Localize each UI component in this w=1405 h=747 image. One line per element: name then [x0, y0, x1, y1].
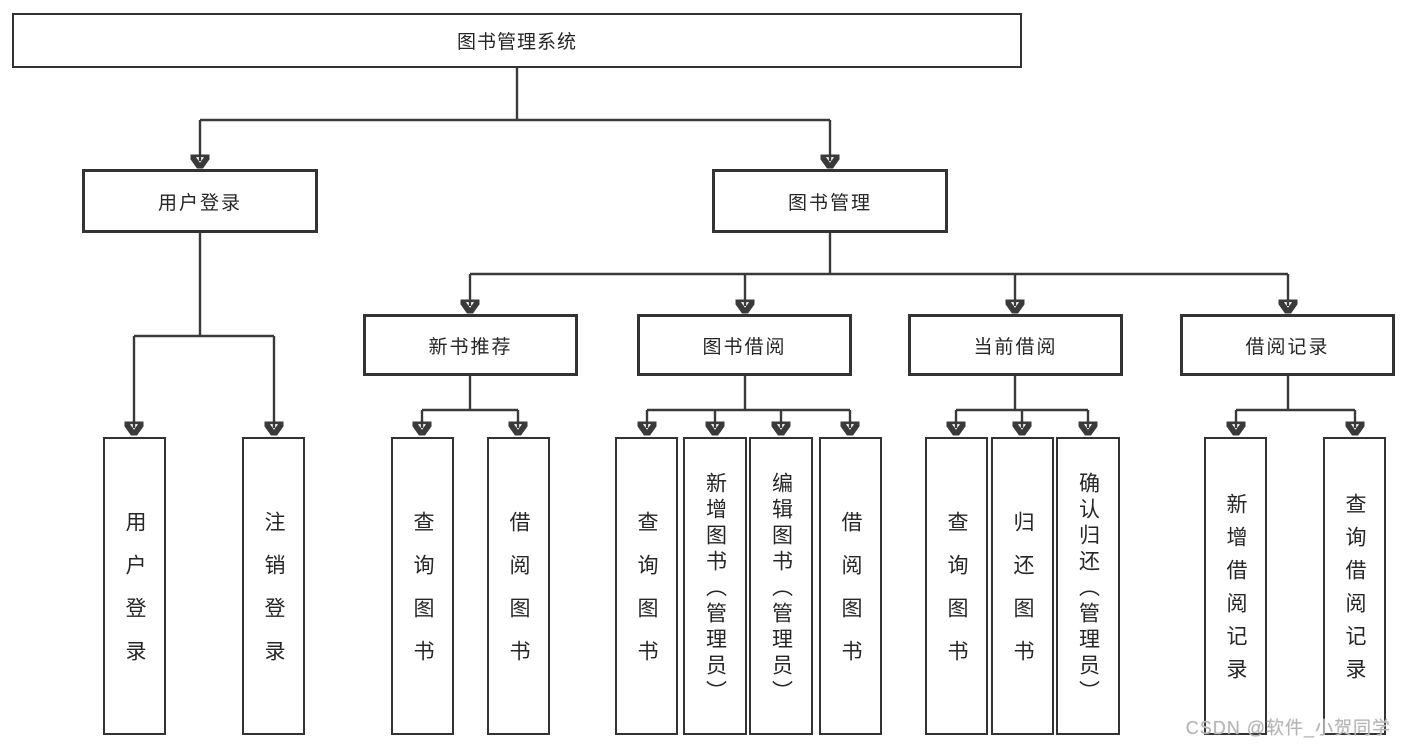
node-book-borrowing-label: 图书借阅 [702, 336, 787, 358]
leaf-logout: 注销登录 [242, 437, 305, 735]
node-library-system: 图书管理系统 [12, 13, 1022, 68]
node-current-borrowing-label: 当前借阅 [973, 336, 1058, 358]
node-borrowing-records: 借阅记录 [1180, 314, 1395, 376]
node-new-book-recommend-label: 新书推荐 [428, 336, 513, 358]
node-new-book-recommend: 新书推荐 [363, 314, 578, 376]
leaf-add-book-admin: 新增图书（管理员） [683, 437, 747, 735]
node-borrowing-records-label: 借阅记录 [1245, 336, 1330, 358]
node-library-system-label: 图书管理系统 [456, 32, 577, 53]
leaf-return-book: 归还图书 [991, 437, 1054, 735]
leaf-borrow-books: 借阅图书 [819, 437, 882, 735]
node-current-borrowing: 当前借阅 [908, 314, 1123, 376]
leaf-query-borrow-record: 查询借阅记录 [1323, 437, 1386, 735]
leaf-query-books-current: 查询图书 [925, 437, 988, 735]
csdn-watermark: CSDN @软件_小贺同学 [1185, 718, 1391, 738]
leaf-borrow-books-recommend: 借阅图书 [487, 437, 550, 735]
node-user-login-label: 用户登录 [157, 192, 242, 214]
leaf-query-books-recommend: 查询图书 [391, 437, 454, 735]
node-user-login: 用户登录 [82, 169, 318, 233]
leaf-edit-book-admin: 编辑图书（管理员） [749, 437, 813, 735]
node-book-borrowing: 图书借阅 [637, 314, 852, 376]
node-book-management: 图书管理 [712, 169, 948, 233]
leaf-confirm-return-admin: 确认归还（管理员） [1056, 437, 1120, 735]
leaf-query-books-borrowing: 查询图书 [615, 437, 678, 735]
leaf-add-borrow-record: 新增借阅记录 [1204, 437, 1267, 735]
node-book-management-label: 图书管理 [787, 192, 872, 214]
leaf-user-login: 用户登录 [103, 437, 166, 735]
